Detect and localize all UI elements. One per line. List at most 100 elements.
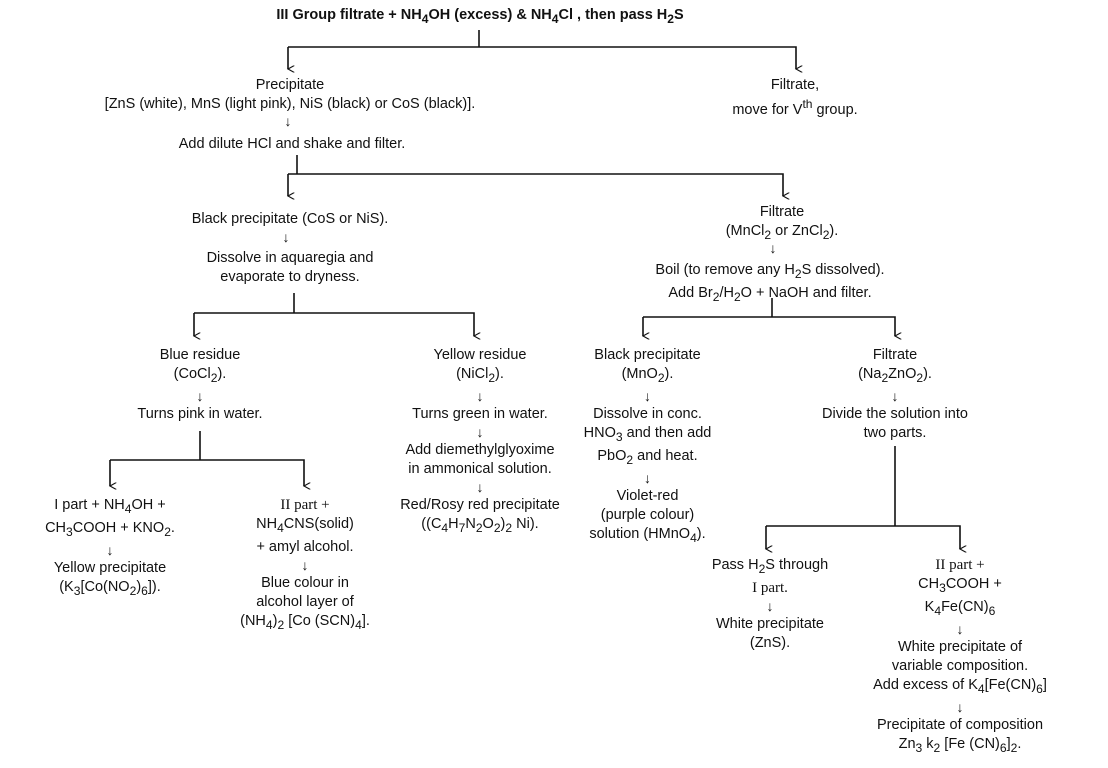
zn-part2-variable: variable composition. xyxy=(891,657,1029,674)
connector-co-right xyxy=(110,459,304,486)
black-precipitate-node: Black precipitate (CoS or NiS). xyxy=(140,210,440,229)
header-label: III Group filtrate + NH4OH (excess) & NH… xyxy=(276,7,684,26)
mno2-title: Black precipitate xyxy=(594,347,701,363)
zn-part1-zns: (ZnS). xyxy=(749,634,791,651)
co-part2-line2: NH4CNS(solid) xyxy=(256,516,354,535)
rosy-red-title: Red/Rosy red precipitate xyxy=(400,496,560,513)
pbo2-line: PbO2 and heat. xyxy=(597,447,698,467)
connector-hcl-right xyxy=(288,173,783,196)
connector-aquaregia-right xyxy=(194,312,474,336)
yellow-residue-title: Yellow residue xyxy=(433,347,527,363)
filtrate-zn-title: Filtrate xyxy=(872,347,918,363)
violet-red-line: Violet-red xyxy=(616,487,679,504)
zn-part2-formula: Zn3 k2 [Fe (CN)6]2. xyxy=(898,735,1022,755)
zn-part1-line1: Pass H2S through xyxy=(711,557,829,576)
co-part1-line2: CH3COOH + KNO2. xyxy=(45,519,175,539)
arrow-glyph: ↓ xyxy=(769,240,777,256)
co-part2-line3: + amyl alcohol. xyxy=(256,538,354,555)
co-part1-yellow-ppt: Yellow precipitate xyxy=(53,559,167,576)
down-arrow-filtrate-mncl2: ↓ xyxy=(763,240,783,257)
arrow-glyph: ↓ xyxy=(644,469,651,486)
filtrate-mncl2-formula: (MnCl2 or ZnCl2). xyxy=(725,223,839,242)
dissolve-conc-line: Dissolve in conc. xyxy=(593,405,702,422)
arrow-glyph: ↓ xyxy=(891,387,899,404)
zn-part2-white-ppt: White precipitate of xyxy=(897,638,1023,655)
filtrate-zn-formula: (Na2ZnO2). xyxy=(858,366,932,385)
arrow-glyph: ↓ xyxy=(106,541,114,558)
down-arrow-black-ppt: ↓ xyxy=(276,229,296,246)
arrow-glyph: ↓ xyxy=(476,423,484,440)
zn-part1-node: Pass H2S through I part. ↓ White precipi… xyxy=(680,556,860,653)
purple-colour-line: (purple colour) xyxy=(600,506,695,523)
co-part2-blue: Blue colour in xyxy=(261,574,349,591)
co-part2-alcohol: alcohol layer of xyxy=(256,593,354,610)
arrow-glyph: ↓ xyxy=(476,478,484,495)
co-part2-node: II part + NH4CNS(solid) + amyl alcohol. … xyxy=(210,496,400,635)
turns-pink-label: Turns pink in water. xyxy=(137,405,263,422)
dmg-line1: Add diemethylglyoxime xyxy=(405,441,555,458)
co-part2-line1: II part + xyxy=(280,497,330,513)
filtrate-v-move: move for Vth group. xyxy=(732,97,858,118)
arrow-glyph: ↓ xyxy=(301,556,309,573)
mno2-formula: (MnO2). xyxy=(621,366,674,385)
zn-part2-line3: K4Fe(CN)6 xyxy=(924,598,996,618)
filtrate-mncl2-title: Filtrate xyxy=(759,204,805,220)
boil-line: Boil (to remove any H2S dissolved). xyxy=(655,262,885,281)
connector-zn-right xyxy=(766,525,960,549)
co-part1-line1: I part + NH4OH + xyxy=(54,497,166,516)
arrow-glyph: ↓ xyxy=(956,698,964,715)
blue-residue-title: Blue residue xyxy=(159,347,241,363)
zn-part2-line1: II part + xyxy=(935,557,985,573)
aquaregia-line2: evaporate to dryness. xyxy=(220,269,360,285)
precipitate-title: Precipitate xyxy=(255,77,325,93)
blue-residue-formula: (CoCl2). xyxy=(173,366,227,385)
zn-part2-composition: Precipitate of composition xyxy=(876,716,1044,733)
hmno4-line: solution (HMnO4). xyxy=(589,525,706,545)
connector-top-right xyxy=(479,46,796,69)
precipitate-node: Precipitate [ZnS (white), MnS (light pin… xyxy=(40,76,540,114)
yellow-residue-formula: (NiCl2). xyxy=(456,366,504,385)
zn-part1-white-ppt: White precipitate xyxy=(716,615,824,632)
filtrate-v-title: Filtrate, xyxy=(770,77,820,93)
connector-br2-right xyxy=(643,316,895,336)
dmg-line2: in ammonical solution. xyxy=(408,460,552,477)
group-iii-header: III Group filtrate + NH4OH (excess) & NH… xyxy=(200,6,760,29)
blue-residue-node: Blue residue (CoCl2). ↓ Turns pink in wa… xyxy=(100,346,300,424)
co-part2-formula: (NH4)2 [Co (SCN)4]. xyxy=(240,612,370,632)
yellow-residue-node: Yellow residue (NiCl2). ↓ Turns green in… xyxy=(370,346,590,538)
boil-step: Boil (to remove any H2S dissolved). Add … xyxy=(600,261,940,307)
arrow-glyph: ↓ xyxy=(196,387,204,404)
filtrate-na2zno2-node: Filtrate (Na2ZnO2). ↓ Divide the solutio… xyxy=(760,346,1030,443)
arrow-glyph: ↓ xyxy=(282,229,290,245)
arrow-glyph: ↓ xyxy=(476,387,484,404)
divide-line2: two parts. xyxy=(863,424,927,441)
co-part1-formula: (K3[Co(NO2)6]). xyxy=(59,578,161,598)
precipitate-sulphides: [ZnS (white), MnS (light pink), NiS (bla… xyxy=(104,96,476,112)
co-part1-node: I part + NH4OH + CH3COOH + KNO2. ↓ Yello… xyxy=(20,496,200,601)
arrow-glyph: ↓ xyxy=(956,620,964,637)
divide-line1: Divide the solution into xyxy=(822,405,968,422)
arrow-glyph: ↓ xyxy=(284,113,292,129)
aquaregia-step: Dissolve in aquaregia and evaporate to d… xyxy=(160,249,420,287)
clipped-top-text xyxy=(200,0,360,1)
zn-part1-line2: I part. xyxy=(752,579,788,596)
filtrate-mncl2-node: Filtrate (MnCl2 or ZnCl2). xyxy=(682,203,882,245)
turns-green-label: Turns green in water. xyxy=(412,405,548,422)
down-arrow-precipitate: ↓ xyxy=(278,113,298,130)
zn-part2-node: II part + CH3COOH + K4Fe(CN)6 ↓ White pr… xyxy=(840,556,1080,758)
black-ppt-title: Black precipitate (CoS or NiS). xyxy=(191,211,389,227)
zn-part2-add-excess: Add excess of K4[Fe(CN)6] xyxy=(873,676,1047,696)
add-hcl-step: Add dilute HCl and shake and filter. xyxy=(112,135,472,154)
add-hcl-label: Add dilute HCl and shake and filter. xyxy=(178,136,406,152)
hno3-line: HNO3 and then add xyxy=(583,424,712,444)
nickel-dmg-formula: ((C4H7N2O2)2 Ni). xyxy=(421,515,539,535)
filtrate-v-node: Filtrate, move for Vth group. xyxy=(690,76,900,120)
arrow-glyph: ↓ xyxy=(644,387,651,404)
arrow-glyph: ↓ xyxy=(766,597,774,614)
zn-part2-line2: CH3COOH + xyxy=(918,576,1002,595)
black-mno2-node: Black precipitate (MnO2). ↓ Dissolve in … xyxy=(560,346,735,548)
aquaregia-line1: Dissolve in aquaregia and xyxy=(206,250,374,266)
add-br2-line: Add Br2/H2O + NaOH and filter. xyxy=(668,284,872,304)
